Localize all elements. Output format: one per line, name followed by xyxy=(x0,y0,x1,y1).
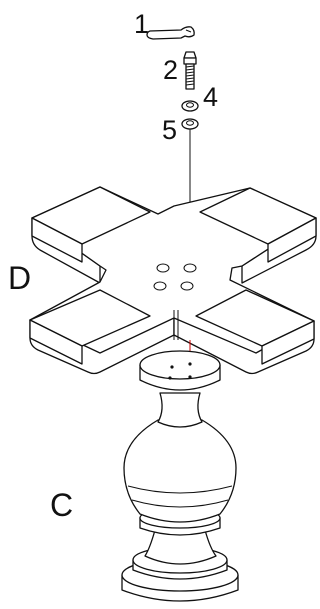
callout-bolt: 2 xyxy=(163,55,178,85)
callout-flat-washer: 5 xyxy=(162,115,177,145)
cross-base-top xyxy=(29,186,317,375)
lock-washer-icon xyxy=(181,100,199,112)
wrench-icon xyxy=(146,26,195,40)
bolt-icon xyxy=(183,51,197,90)
callout-pedestal: C xyxy=(50,487,73,523)
pedestal-column xyxy=(121,350,239,602)
callout-wrench: 1 xyxy=(134,9,149,39)
callout-top-base: D xyxy=(8,260,31,296)
callout-lock-washer: 4 xyxy=(203,82,218,112)
flat-washer-icon xyxy=(181,118,199,130)
